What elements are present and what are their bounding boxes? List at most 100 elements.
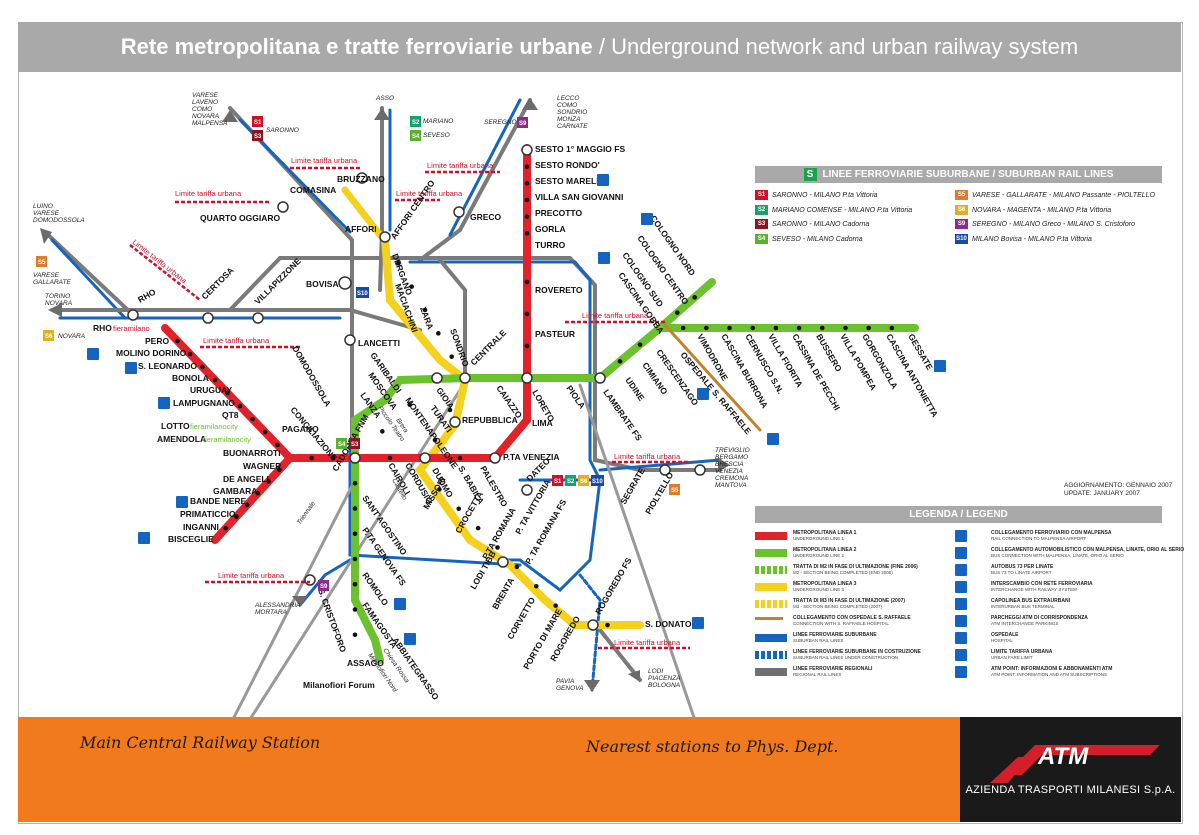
station-dot[interactable]	[225, 390, 230, 396]
station-dot[interactable]	[244, 502, 250, 508]
station-dot[interactable]	[352, 607, 358, 612]
station-dot[interactable]	[380, 429, 385, 434]
station-dot[interactable]	[456, 506, 462, 512]
station-dot[interactable]	[796, 325, 802, 331]
legend-row: ATM POINT: INFORMAZIONI E ABBONAMENTI AT…	[955, 664, 1155, 680]
station-dot[interactable]	[889, 325, 895, 331]
station-bisceglie: BISCEGLIE	[168, 534, 214, 544]
station-dot[interactable]	[422, 307, 428, 313]
station-dot[interactable]	[553, 603, 558, 608]
station-dot[interactable]	[692, 295, 697, 300]
station-rho-rail: RHO	[136, 286, 158, 304]
station-dot[interactable]	[352, 632, 358, 638]
parking-icon	[598, 252, 610, 264]
station-dot[interactable]	[524, 181, 530, 186]
station-gorla: GORLA	[535, 224, 566, 234]
legend-swatch	[755, 549, 787, 557]
station-dot[interactable]	[396, 261, 401, 266]
station-dot[interactable]	[407, 402, 412, 407]
station-dot[interactable]	[727, 325, 732, 331]
station-dot[interactable]	[432, 437, 438, 443]
station-dot[interactable]	[773, 325, 779, 331]
station-dot[interactable]	[447, 407, 453, 413]
station-dot[interactable]	[437, 487, 442, 492]
station-dot[interactable]	[212, 377, 218, 383]
station-dot[interactable]	[750, 325, 756, 331]
legend-swatch	[955, 547, 967, 559]
station-dot[interactable]	[605, 622, 610, 628]
station-dot[interactable]	[255, 490, 261, 496]
station-dot[interactable]	[352, 581, 358, 587]
station-dot[interactable]	[704, 325, 709, 331]
parking-icon	[597, 174, 609, 186]
station-dot[interactable]	[352, 506, 358, 511]
legend-subtitle: ATM INTERCHANGE PARKINGS	[991, 621, 1059, 626]
station-dot[interactable]	[475, 525, 481, 531]
station-dot[interactable]	[200, 364, 205, 370]
m3-line	[341, 186, 644, 629]
station-dot[interactable]	[680, 325, 686, 331]
station-assago-forum: Milanofiori Forum	[303, 680, 375, 690]
station-dot[interactable]	[175, 338, 180, 344]
station-dot[interactable]	[250, 416, 255, 422]
station-dot[interactable]	[262, 429, 268, 435]
station-sondrio: SONDRIO	[448, 327, 471, 368]
station-dot[interactable]	[524, 279, 530, 285]
station-dot[interactable]	[309, 455, 314, 461]
legend-swatch	[955, 649, 967, 661]
badge-s3-cadorna	[349, 438, 360, 449]
station-dot[interactable]	[617, 359, 623, 364]
station-dot[interactable]	[352, 556, 358, 562]
station-dot[interactable]	[237, 403, 243, 409]
station-domodossola: DOMODOSSOLA	[290, 344, 333, 408]
station-dot[interactable]	[187, 351, 193, 357]
station-udine: UDINE	[623, 375, 647, 403]
update-it: AGGIORNAMENTO: GENNAIO 2007	[1064, 482, 1173, 489]
station-dot[interactable]	[524, 311, 530, 317]
station-dot[interactable]	[275, 442, 280, 448]
station-dot[interactable]	[223, 525, 229, 531]
station-dot[interactable]	[524, 343, 530, 349]
suburban-line-text: SEVESO - MILANO Cadorna	[772, 235, 863, 243]
station-dot[interactable]	[843, 325, 848, 331]
station-dot[interactable]	[457, 455, 463, 461]
station-dot[interactable]	[436, 331, 441, 336]
legend-subtitle: CONNECTION WITH S. RAFFAELE HOSPITAL	[793, 621, 889, 626]
station-de-angeli: DE ANGELI	[223, 474, 269, 484]
station-dot[interactable]	[409, 284, 414, 289]
station-dot[interactable]	[495, 545, 500, 550]
station-dot[interactable]	[524, 197, 530, 203]
station-dot[interactable]	[387, 455, 393, 461]
badge-s9-text: S9	[519, 121, 527, 127]
fare-limit-label: Limite tariffa urbana	[131, 237, 189, 285]
station-dot[interactable]	[266, 479, 271, 484]
station-dot[interactable]	[352, 531, 358, 537]
interchange-nodes[interactable]	[127, 144, 706, 631]
station-dot[interactable]	[276, 467, 282, 473]
station-dot[interactable]	[514, 564, 520, 570]
map-title: Rete metropolitana e tratte ferroviarie …	[18, 22, 1181, 72]
station-dot[interactable]	[234, 514, 239, 519]
station-dot[interactable]	[637, 342, 643, 347]
legend-subtitle: ATM POINT: INFORMATION AND ATM SUBSCRIPT…	[991, 672, 1108, 677]
station-dot[interactable]	[533, 583, 539, 589]
station-dot[interactable]	[524, 214, 530, 219]
station-sesto-rondo: SESTO RONDO'	[535, 160, 600, 170]
station-dot[interactable]	[524, 231, 530, 236]
station-dot[interactable]	[866, 325, 871, 331]
station-dot[interactable]	[449, 354, 454, 359]
station-bonola: BONOLA	[172, 373, 209, 383]
station-sesto-1-maggio: SESTO 1° MAGGIO FS	[535, 144, 625, 154]
station-dot[interactable]	[819, 325, 825, 331]
station-dot[interactable]	[331, 455, 336, 461]
station-dot[interactable]	[352, 480, 358, 486]
badge-s10-vittoria-text: S10	[592, 479, 603, 485]
station-dot[interactable]	[524, 164, 530, 169]
badge-s2	[410, 116, 421, 127]
station-corvetto: CORVETTO	[505, 595, 537, 641]
station-dot[interactable]	[675, 310, 680, 315]
badge-s4-cadorna-text: S4	[338, 442, 346, 448]
station-porta-venezia: P.TA VENEZIA	[503, 452, 560, 462]
suburban-line-text: NOVARA - MAGENTA - MILANO P.ta Vittoria	[972, 206, 1112, 214]
